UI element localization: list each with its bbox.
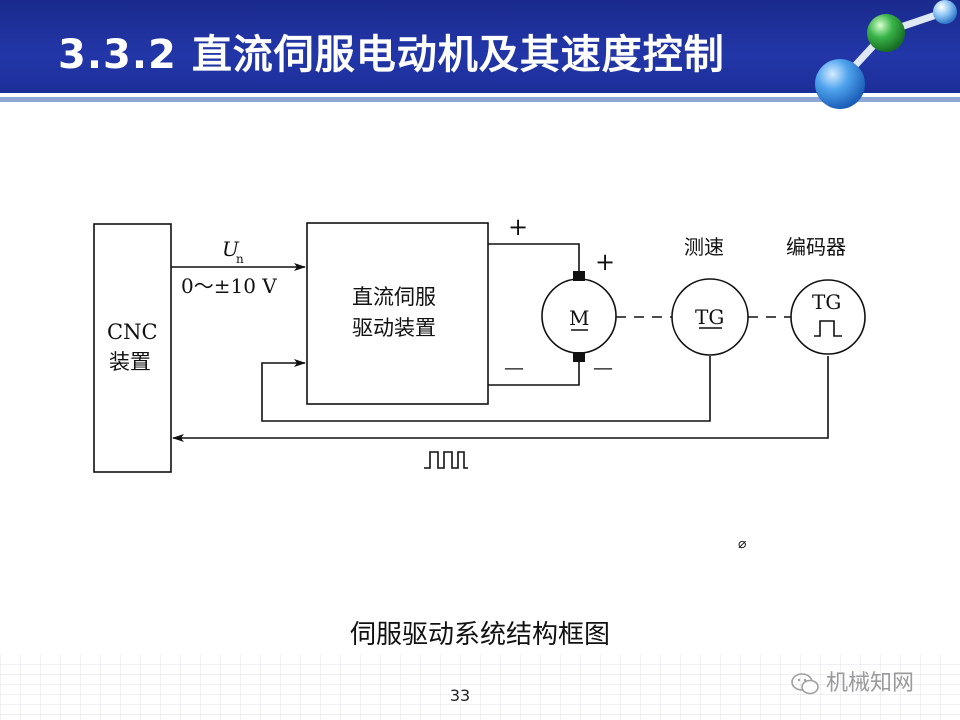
input-symbol: U (222, 237, 240, 261)
page-number: 33 (449, 686, 471, 705)
watermark: 机械知网 (790, 665, 914, 697)
title-underline-shadow (0, 97, 960, 102)
minus-motor: — (593, 355, 613, 379)
motor-terminal-top (573, 271, 585, 281)
diagram-caption: 伺服驱动系统结构框图 (349, 620, 610, 650)
molecule-icon (815, 0, 957, 109)
input-range: 0～±10 V (181, 274, 277, 298)
pulse-train-icon (424, 451, 468, 469)
speed-feedback-line (261, 356, 711, 422)
motor-minus-wire (488, 360, 580, 386)
wechat-icon (791, 673, 819, 695)
position-feedback-line (172, 356, 829, 442)
encoder-label: TG (812, 290, 841, 314)
slide-title: 3.3.2 直流伺服电动机及其速度控制 (58, 32, 725, 78)
motor-label: M (569, 306, 589, 330)
motor-terminal-bottom (573, 352, 585, 362)
cnc-box (93, 223, 172, 473)
plus-top: + (508, 213, 528, 241)
motor-plus-wire (488, 243, 580, 272)
encoder-pulse-icon (814, 320, 842, 337)
input-subscript: n (236, 252, 244, 266)
encoder-caption: 编码器 (786, 235, 846, 259)
tacho-caption: 测速 (684, 235, 724, 259)
title-underline (0, 93, 960, 97)
cnc-label: CNC (107, 320, 158, 344)
watermark-text: 机械知网 (826, 671, 915, 696)
stray-mark: ⌀ (738, 536, 746, 552)
plus-motor: + (595, 248, 615, 276)
tacho-label: TG (695, 305, 724, 329)
driver-box (306, 222, 489, 405)
title-bar (0, 0, 960, 100)
footer-pattern (0, 655, 960, 720)
driver-label: 直流伺服 (352, 285, 436, 309)
cnc-label-2: 装置 (109, 350, 151, 374)
driver-label-2: 驱动装置 (352, 316, 436, 340)
minus-bottom: — (504, 355, 524, 379)
